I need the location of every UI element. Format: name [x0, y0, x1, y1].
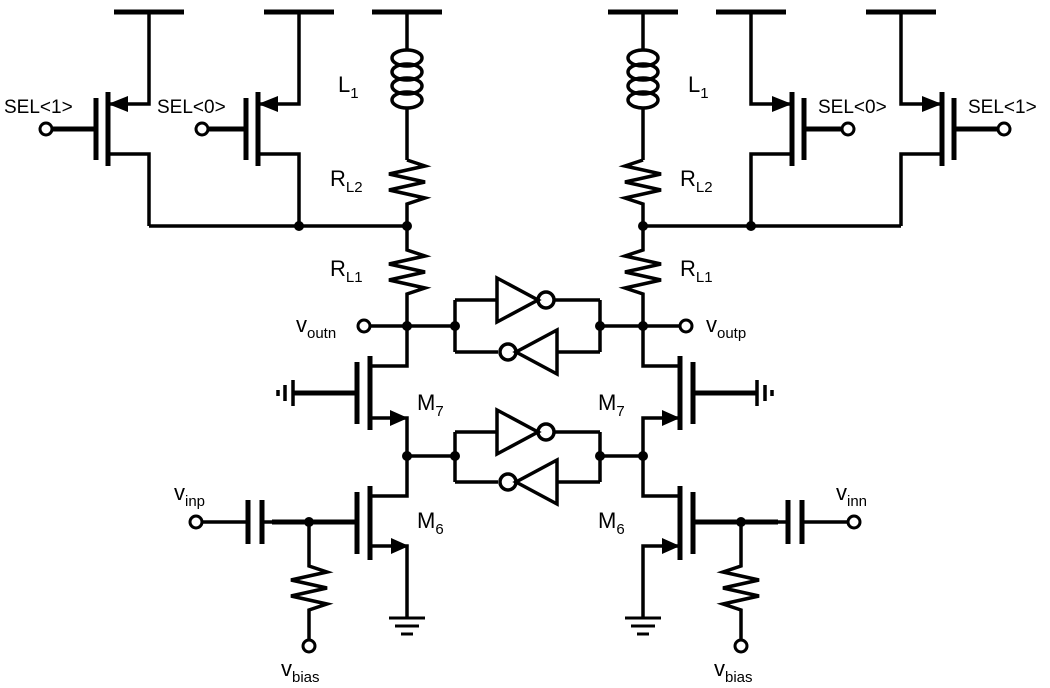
vinn-port[interactable]: [846, 514, 862, 530]
label-l1-left: L1: [338, 72, 359, 102]
latch-bottom: [450, 407, 645, 507]
inverter-top-left: [512, 327, 559, 377]
input-network-left: [188, 500, 357, 654]
label-voutn: voutn: [296, 312, 336, 342]
right-labels: SEL<0> SEL<1> L1 RL2 RL1 voutp M7 M6 vin…: [598, 72, 1037, 686]
pmos-sel0-left: [194, 12, 301, 226]
label-m7-left: M7: [417, 390, 444, 420]
label-rl1-left: RL1: [330, 256, 363, 286]
label-rl2-left: RL2: [330, 166, 363, 196]
label-sel1-left: SEL<1>: [4, 97, 73, 118]
label-voutp: voutp: [706, 312, 746, 342]
sel1-port-right[interactable]: [996, 121, 1012, 137]
label-rl1-right: RL1: [680, 256, 713, 286]
left-half: SEL<1> SEL<0> L1 RL2 RL1 voutn M7 M6 vin…: [4, 9, 455, 686]
pmos-sel1-left: [38, 12, 151, 226]
sel0-port-left[interactable]: [194, 121, 210, 137]
right-half: [608, 9, 1012, 654]
inverter-bottom-right: [495, 407, 542, 457]
voutn-port[interactable]: [356, 318, 372, 334]
sel0-port-right[interactable]: [840, 121, 856, 137]
label-vbias-right: vbias: [714, 656, 753, 686]
nmos-m7-left: [276, 326, 409, 456]
label-vinp: vinp: [174, 480, 205, 510]
resistor-rl2-left: [388, 158, 432, 226]
inverter-bottom-left: [512, 457, 559, 507]
inverter-top-right: [495, 275, 542, 325]
label-rl2-right: RL2: [680, 166, 713, 196]
ground-left: [389, 616, 425, 636]
sel1-port-left[interactable]: [38, 121, 54, 137]
latch-top: [450, 275, 645, 377]
label-vbias-left: vbias: [281, 656, 320, 686]
resistor-rl1-left: [388, 226, 432, 326]
label-m7-right: M7: [598, 390, 625, 420]
vinp-port[interactable]: [188, 514, 204, 530]
voutp-port[interactable]: [678, 318, 694, 334]
label-sel1-right: SEL<1>: [968, 97, 1037, 118]
label-vinn: vinn: [836, 480, 867, 510]
label-l1-right: L1: [688, 72, 709, 102]
vbias-port-right[interactable]: [733, 638, 749, 654]
vbias-port-left[interactable]: [301, 638, 317, 654]
label-sel0-right: SEL<0>: [818, 97, 887, 118]
label-m6-right: M6: [598, 508, 625, 538]
nmos-m6-left: [272, 456, 409, 618]
label-m6-left: M6: [417, 508, 444, 538]
label-sel0-left: SEL<0>: [157, 97, 226, 118]
inductor-l1-left: [390, 12, 424, 160]
